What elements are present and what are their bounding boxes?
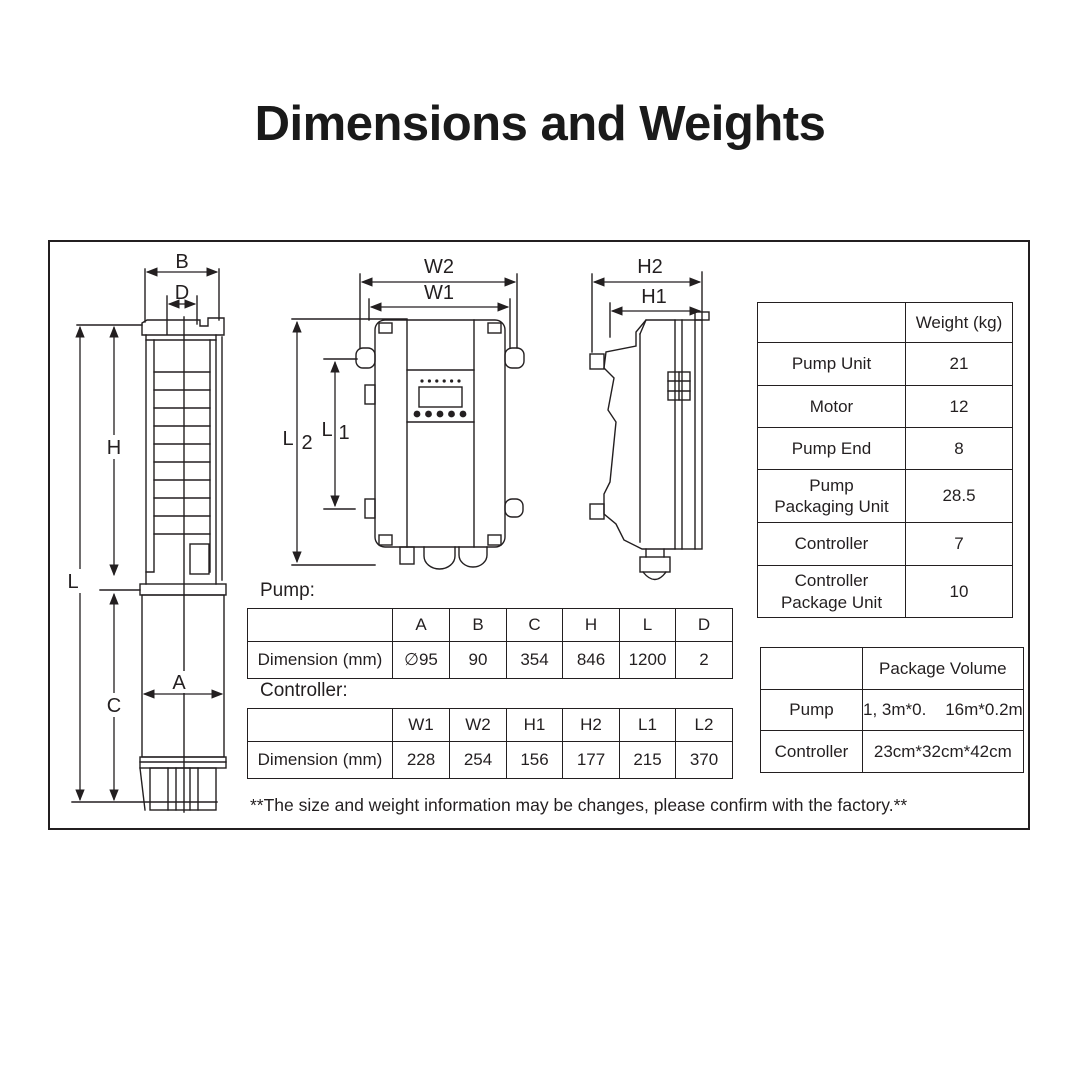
dim-label-l: L: [67, 571, 78, 593]
pump-drawing: B D H L C A: [63, 251, 227, 813]
weight-table: Weight (kg) Pump Unit 21 Motor 12 Pump E…: [757, 302, 1013, 618]
table-row: Pump 1, 3m*0. 16m*0.2m: [760, 689, 1024, 731]
dim-label-c: C: [107, 695, 121, 717]
controller-value-cell: 215: [619, 741, 676, 779]
pump-value-cell: 2: [675, 641, 733, 679]
package-header-cell: Package Volume: [862, 647, 1024, 690]
pump-column-header: C: [506, 608, 563, 642]
dim-label-h2: H2: [637, 256, 663, 278]
package-row-value: 1, 3m*0. 16m*0.2m: [862, 689, 1024, 731]
table-row: W1 W2 H1 H2 L1 L2: [247, 708, 733, 742]
dim-label-h1: H1: [641, 286, 667, 308]
main-panel: B D H L C A: [48, 240, 1030, 830]
dim-label-l2-digit: 2: [301, 432, 312, 454]
pump-column-header: D: [675, 608, 733, 642]
table-row: Weight (kg): [757, 302, 1013, 343]
weight-row-value: 12: [905, 385, 1013, 428]
package-row-label: Controller: [760, 730, 863, 773]
weight-row-label: Controller: [757, 522, 906, 566]
pump-table-label: Pump:: [260, 580, 315, 601]
table-row: Pump End 8: [757, 427, 1013, 470]
controller-column-header: L2: [675, 708, 733, 742]
dim-label-d: D: [175, 282, 189, 304]
weight-row-label: Pump End: [757, 427, 906, 470]
controller-value-cell: 370: [675, 741, 733, 779]
weight-row-value: 28.5: [905, 469, 1013, 523]
table-corner-cell: [247, 608, 393, 642]
table-corner-cell: [247, 708, 393, 742]
dim-label-w2: W2: [424, 256, 454, 278]
weight-row-value: 10: [905, 565, 1013, 618]
weight-row-value: 8: [905, 427, 1013, 470]
pump-value-cell: 1200: [619, 641, 676, 679]
controller-value-cell: 177: [562, 741, 620, 779]
table-row: Controller 7: [757, 522, 1013, 566]
dim-label-h: H: [107, 437, 121, 459]
dim-label-b: B: [175, 251, 188, 273]
table-corner-cell: [757, 302, 906, 343]
pump-column-header: B: [449, 608, 507, 642]
pump-column-header: H: [562, 608, 620, 642]
controller-column-header: W1: [392, 708, 450, 742]
table-row: Controller 23cm*32cm*42cm: [760, 730, 1024, 773]
technical-drawings: B D H L C A: [63, 251, 710, 813]
table-row: Dimension (mm) ∅95 90 354 846 1200 2: [247, 641, 733, 679]
footnote: **The size and weight information may be…: [250, 795, 908, 815]
package-row-label: Pump: [760, 689, 863, 731]
weight-row-value: 21: [905, 342, 1013, 386]
package-volume-table: Package Volume Pump 1, 3m*0. 16m*0.2m Co…: [760, 647, 1024, 773]
table-row: Pump Unit 21: [757, 342, 1013, 386]
dim-label-l2-letter: L: [282, 428, 293, 450]
weight-row-label: Motor: [757, 385, 906, 428]
controller-column-header: H1: [506, 708, 563, 742]
pump-value-cell: ∅95: [392, 641, 450, 679]
weight-row-value: 7: [905, 522, 1013, 566]
table-corner-cell: [760, 647, 863, 690]
controller-value-cell: 254: [449, 741, 507, 779]
weight-row-label: Controller Package Unit: [757, 565, 906, 618]
pump-value-cell: 90: [449, 641, 507, 679]
pump-dimensions-table: A B C H L D Dimension (mm) ∅95 90 354 84…: [247, 608, 733, 679]
controller-row-label: Dimension (mm): [247, 741, 393, 779]
table-row: Dimension (mm) 228 254 156 177 215 370: [247, 741, 733, 779]
table-row: Package Volume: [760, 647, 1024, 690]
controller-column-header: W2: [449, 708, 507, 742]
controller-side-drawing: H2 H1: [589, 256, 710, 581]
package-row-value: 23cm*32cm*42cm: [862, 730, 1024, 773]
pump-value-cell: 846: [562, 641, 620, 679]
controller-column-header: L1: [619, 708, 676, 742]
controller-value-cell: 156: [506, 741, 563, 779]
controller-front-drawing: L 2 L 1 W2 W1: [282, 256, 525, 570]
controller-dimensions-table: W1 W2 H1 H2 L1 L2 Dimension (mm) 228 254…: [247, 708, 733, 779]
dim-label-l1-letter: L: [321, 419, 332, 441]
dim-label-l1-digit: 1: [338, 422, 349, 444]
weight-row-label: Pump Packaging Unit: [757, 469, 906, 523]
table-row: Controller Package Unit 10: [757, 565, 1013, 618]
dim-label-w1: W1: [424, 282, 454, 304]
weight-header-cell: Weight (kg): [905, 302, 1013, 343]
table-row: Motor 12: [757, 385, 1013, 428]
pump-row-label: Dimension (mm): [247, 641, 393, 679]
weight-row-label: Pump Unit: [757, 342, 906, 386]
pump-column-header: L: [619, 608, 676, 642]
page-title: Dimensions and Weights: [254, 97, 826, 151]
pump-value-cell: 354: [506, 641, 563, 679]
table-row: Pump Packaging Unit 28.5: [757, 469, 1013, 523]
pump-column-header: A: [392, 608, 450, 642]
dim-label-a: A: [172, 672, 186, 694]
table-row: A B C H L D: [247, 608, 733, 642]
controller-value-cell: 228: [392, 741, 450, 779]
controller-column-header: H2: [562, 708, 620, 742]
controller-table-label: Controller:: [260, 680, 348, 701]
